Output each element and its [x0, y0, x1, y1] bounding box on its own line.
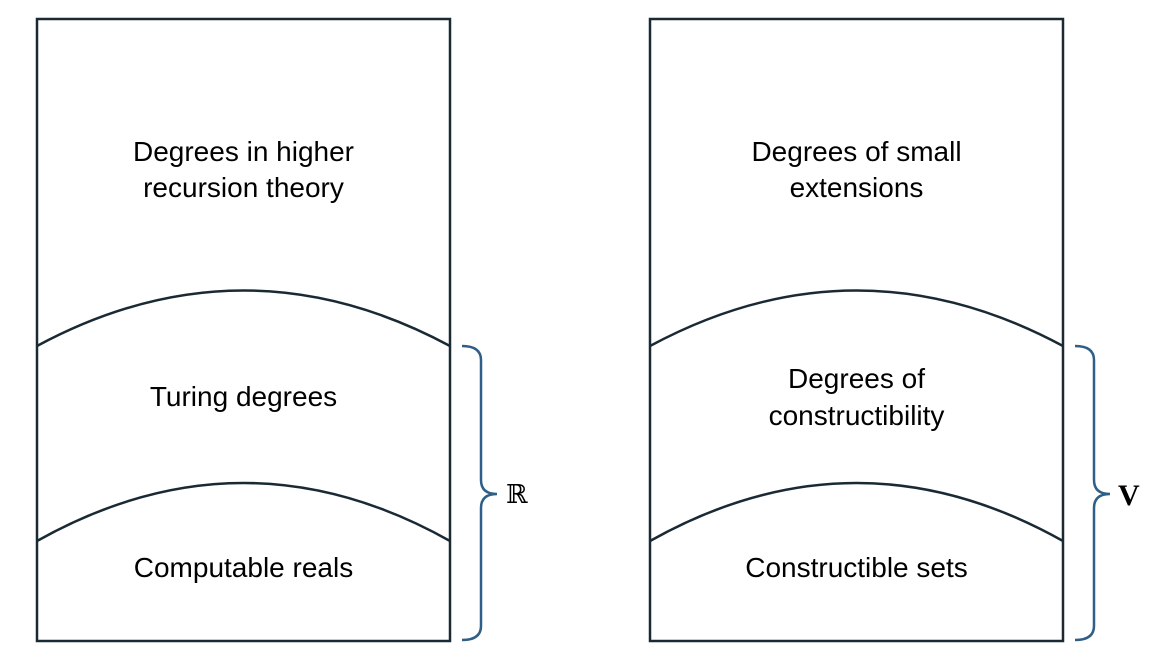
right-middle-label-line2: constructibility [769, 400, 945, 431]
left-middle-label: Turing degrees [150, 381, 337, 412]
right-top-label-line1: Degrees of small [751, 136, 961, 167]
left-lower-arc [36, 481, 451, 543]
left-upper-arc [36, 289, 451, 348]
right-diagram: Degrees of small extensions Degrees of c… [648, 17, 1140, 643]
right-brace-label: V [1118, 479, 1140, 512]
right-upper-arc [649, 289, 1064, 348]
left-curly-brace [461, 344, 498, 642]
left-bottom-label: Computable reals [134, 552, 353, 583]
right-curly-brace [1074, 344, 1111, 642]
left-top-label-line2: recursion theory [143, 172, 344, 203]
right-box-outline [648, 17, 1065, 643]
left-diagram: Degrees in higher recursion theory Turin… [35, 17, 528, 643]
right-middle-label-line1: Degrees of [788, 363, 925, 394]
left-top-label-line1: Degrees in higher [133, 136, 354, 167]
right-top-label-line2: extensions [790, 172, 924, 203]
left-brace-label: ℝ [506, 480, 528, 510]
right-lower-arc [649, 481, 1064, 543]
left-box-outline [35, 17, 452, 643]
right-bottom-label: Constructible sets [745, 552, 968, 583]
